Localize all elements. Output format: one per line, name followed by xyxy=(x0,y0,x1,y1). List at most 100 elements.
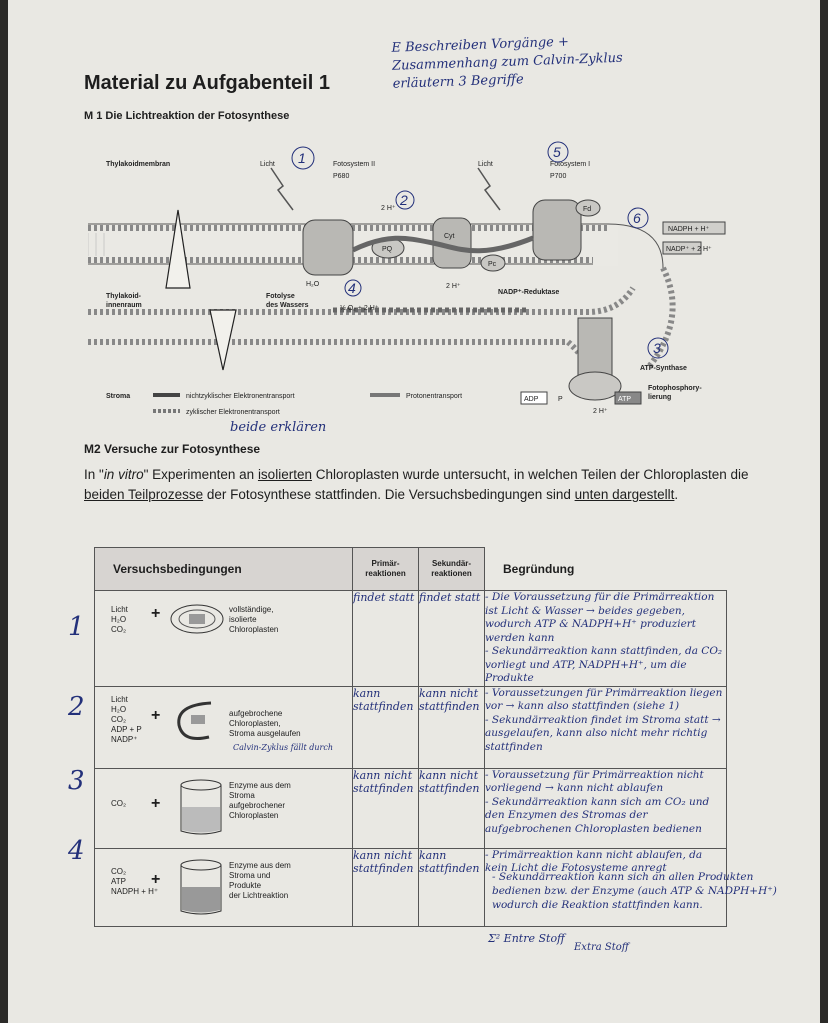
label-licht-1: Licht xyxy=(260,161,275,168)
label-pc: Pc xyxy=(488,261,497,268)
primaer-cell: kann nicht stattfinden xyxy=(352,847,419,927)
label-nadph-h: NADPH + H⁺ xyxy=(668,226,710,233)
photosystem-1-complex xyxy=(532,199,582,261)
condition-description: Enzyme aus dem Stroma aufgebrochener Chl… xyxy=(229,780,291,820)
label-fotolyse-2: des Wassers xyxy=(266,302,309,309)
label-nadp-2h: NADP⁺ + 2 H⁺ xyxy=(666,246,712,253)
handwritten-number-1: 1 xyxy=(298,150,306,166)
condition-chemicals: Licht H₂O CO₂ xyxy=(111,605,128,634)
m1-heading: M 1 Die Lichtreaktion der Fotosynthese xyxy=(84,110,290,122)
label-cyt: Cyt xyxy=(444,233,455,240)
label-fotolyse-1: Fotolyse xyxy=(266,293,295,300)
beaker-icon xyxy=(180,859,222,914)
plus-sign: + xyxy=(151,605,161,622)
label-legend-nonzyklisch: nichtzyklischer Elektronentransport xyxy=(186,393,295,400)
condition-cell: Licht H₂O CO₂ + vollständige, isolierte … xyxy=(94,590,353,687)
row-number-2: 2 xyxy=(68,692,85,722)
table-row: Licht H₂O CO₂ + vollständige, isolierte … xyxy=(94,590,727,687)
label-half-o2: ½ O₂ + 2 H⁺ xyxy=(340,304,379,312)
fd-carrier xyxy=(575,199,601,217)
row-number-4: 4 xyxy=(68,836,85,866)
header-sekundaerreaktionen: Sekundär-reaktionen xyxy=(418,547,485,591)
condition-description: vollständige, isolierte Chloroplasten xyxy=(229,605,279,634)
plus-sign: + xyxy=(151,794,161,812)
intro-text-2: " Experimenten an xyxy=(143,467,258,482)
header-begruendung: Begründung xyxy=(484,547,727,591)
label-adp: ADP xyxy=(524,396,539,403)
handwritten-continuation: - Sekundärreaktion kann sich an allen Pr… xyxy=(492,871,777,911)
condition-description: Enzyme aus dem Stroma und Produkte der L… xyxy=(229,860,291,900)
intro-text-1: In " xyxy=(84,467,104,482)
handwritten-beide-erklaeren: beide erklären xyxy=(230,420,327,435)
plus-sign: + xyxy=(151,706,161,724)
label-fotosystem-2: Fotosystem II xyxy=(333,161,375,168)
label-legend-proton: Protonentransport xyxy=(406,393,462,400)
label-nadp-reduktase: NADP⁺-Reduktase xyxy=(498,289,559,296)
atp-synthase-head xyxy=(568,371,622,401)
condition-description: aufgebrochene Chloroplasten, Stroma ausg… xyxy=(229,708,301,738)
broken-chloroplast-icon xyxy=(177,701,212,740)
experiment-table: Versuchsbedingungen Primär-reaktionen Se… xyxy=(94,547,727,927)
intro-unten-dargestellt: unten dargestellt xyxy=(574,487,675,502)
label-h2o: H₂O xyxy=(306,281,320,288)
intro-text-3: Chloroplasten wurde untersucht, in welch… xyxy=(311,467,749,482)
label-thylakoid-innenraum-2: innenraum xyxy=(106,302,142,309)
label-2h-mid: 2 H⁺ xyxy=(446,283,461,290)
label-licht-2: Licht xyxy=(478,161,493,168)
worksheet-page: E Beschreiben Vorgänge + Zusammenhang zu… xyxy=(8,0,820,1023)
handwritten-extra-note: Calvin-Zyklus fällt durch xyxy=(233,742,334,752)
gradient-triangle-down xyxy=(209,309,237,371)
label-stroma: Stroma xyxy=(106,393,130,400)
begruendung-cell: - Die Voraussetzung für die Primärreakti… xyxy=(484,590,727,687)
pc-carrier xyxy=(480,254,506,272)
table-row: Licht H₂O CO₂ ADP + P NADP⁺ + aufgebroch… xyxy=(94,685,727,769)
begruendung-cell: - Primärreaktion kann nicht ablaufen, da… xyxy=(484,847,727,927)
condition-chemicals: CO₂ xyxy=(111,798,127,808)
electron-transport-arrow xyxy=(351,235,534,254)
header-versuchsbedingungen: Versuchsbedingungen xyxy=(94,547,353,591)
intro-text-5: . xyxy=(674,487,679,502)
handwritten-number-4: 4 xyxy=(348,280,356,296)
primaer-cell: kann nicht stattfinden xyxy=(352,767,419,849)
table-row: CO₂ + Enzyme aus dem Stroma aufgebrochen… xyxy=(94,767,727,849)
row-number-3: 3 xyxy=(68,766,85,796)
condition-cell: CO₂ + Enzyme aus dem Stroma aufgebrochen… xyxy=(94,767,353,849)
intro-paragraph: In "in vitro" Experimenten an isolierten… xyxy=(84,465,784,505)
light-reaction-diagram: Thylakoidmembran Licht Fotosystem II P68… xyxy=(88,141,726,416)
handwritten-signature-2: Extra Stoff xyxy=(574,942,629,953)
label-thylakoid-innenraum-1: Thylakoid- xyxy=(106,293,142,300)
condition-cell: CO₂ ATP NADPH + H⁺ + Enzyme aus dem Stro… xyxy=(94,847,353,927)
gradient-triangle-up xyxy=(165,209,191,289)
table-row: CO₂ ATP NADPH + H⁺ + Enzyme aus dem Stro… xyxy=(94,847,727,927)
label-atp-synthase: ATP-Synthase xyxy=(640,365,687,372)
photosystem-2-complex xyxy=(302,219,354,276)
header-primaerreaktionen: Primär-reaktionen xyxy=(352,547,419,591)
intro-beiden-teilprozesse: beiden Teilprozesse xyxy=(84,487,204,502)
condition-cell: Licht H₂O CO₂ ADP + P NADP⁺ + aufgebroch… xyxy=(94,685,353,769)
handwritten-task-note: E Beschreiben Vorgänge + Zusammenhang zu… xyxy=(391,28,723,93)
handwritten-number-2: 2 xyxy=(399,192,408,208)
label-2h-top: 2 H⁺ xyxy=(381,205,396,212)
label-2h-bottom: 2 H⁺ xyxy=(593,408,608,415)
label-fotosystem-1: Fotosystem I xyxy=(550,161,590,168)
label-fotophosphorylierung-2: lierung xyxy=(648,394,671,401)
begruendung-cell: - Voraussetzungen für Primärreaktion lie… xyxy=(484,685,727,769)
sekundaer-cell: kann nicht stattfinden xyxy=(418,685,485,769)
label-p680: P680 xyxy=(333,173,349,180)
light-arrow-2 xyxy=(477,167,501,211)
label-p700: P700 xyxy=(550,173,566,180)
plus-sign: + xyxy=(151,870,161,888)
label-p: P xyxy=(558,396,563,403)
handwritten-number-3: 3 xyxy=(653,340,661,356)
handwritten-signature: Σ² Entre Stoff xyxy=(488,932,565,945)
beaker-icon xyxy=(180,779,222,834)
begruendung-cell: - Voraussetzung für Primärreaktion nicht… xyxy=(484,767,727,849)
page-title: Material zu Aufgabenteil 1 xyxy=(84,72,330,94)
label-pq: PQ xyxy=(382,246,393,253)
handwritten-number-6: 6 xyxy=(633,210,641,226)
label-thylakoidmembran: Thylakoidmembran xyxy=(106,161,170,168)
light-arrow-1 xyxy=(270,167,294,211)
sekundaer-cell: findet statt xyxy=(418,590,485,687)
intro-invitro: in vitro xyxy=(103,467,144,482)
intro-isolierten: isolierten xyxy=(257,467,312,482)
